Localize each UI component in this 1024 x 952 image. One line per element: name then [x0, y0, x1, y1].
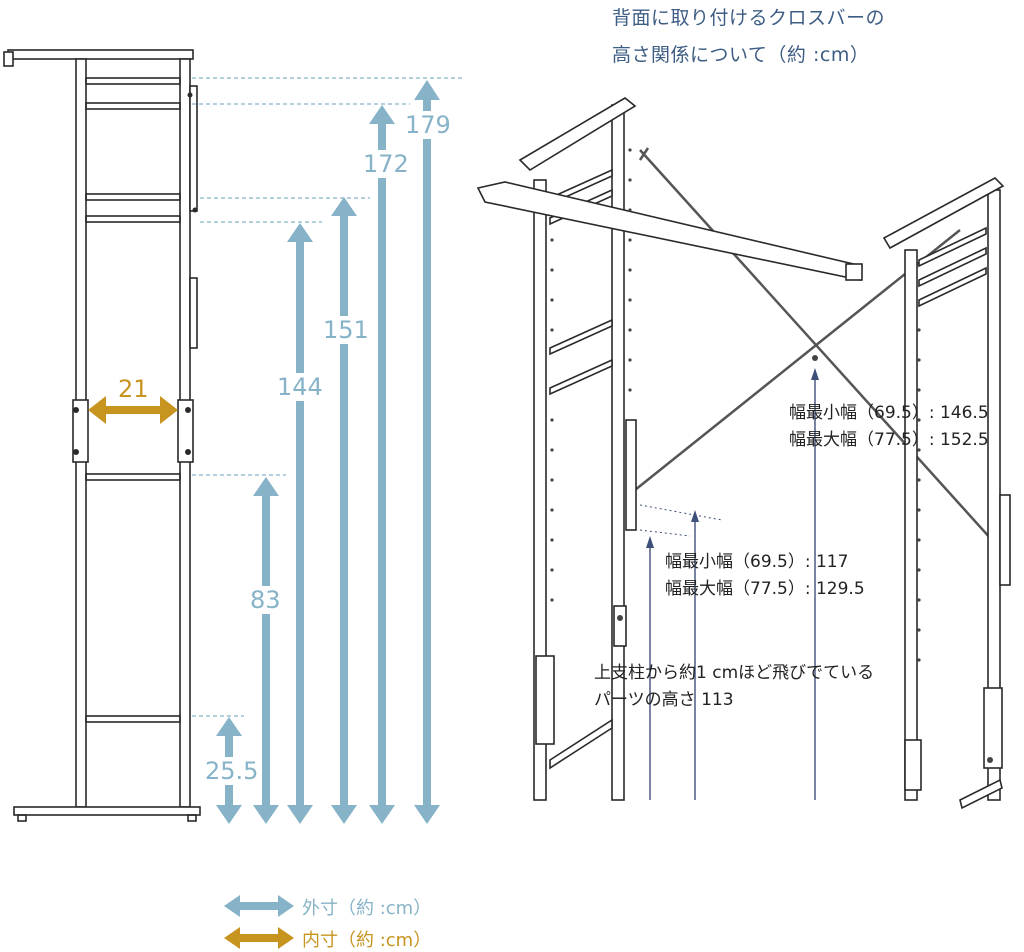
legend-outer-arrow-icon — [224, 895, 294, 917]
note-top-min-width: 幅最小幅（69.5）: 146.5 — [789, 403, 989, 423]
note-top-max-width: 幅最大幅（77.5）: 152.5 — [789, 430, 989, 450]
dimension-172-label: 172 — [362, 150, 410, 178]
diagram-title-line2: 高さ関係について（約 :cm） — [612, 44, 870, 66]
dimension-25-5-label: 25.5 — [204, 757, 260, 785]
note-part-height-line1: 上支柱から約1 cmほど飛びでている — [594, 663, 875, 683]
note-part-height-line2: パーツの高さ 113 — [594, 690, 734, 710]
note-mid-min-width: 幅最小幅（69.5）: 117 — [665, 552, 849, 572]
dimension-144-label: 144 — [276, 373, 324, 401]
legend-inner-label: 内寸（約 :cm） — [302, 930, 432, 951]
note-mid-max-width: 幅最大幅（77.5）: 129.5 — [665, 579, 865, 599]
dimension-179-label: 179 — [404, 111, 452, 139]
legend-outer-label: 外寸（約 :cm） — [302, 898, 432, 919]
dimension-83-label: 83 — [249, 586, 282, 614]
side-elevation-drawing — [3, 49, 462, 824]
legend-inner-arrow-icon — [224, 927, 294, 949]
dimension-21-label: 21 — [118, 375, 149, 403]
diagram-title-line1: 背面に取り付けるクロスバーの — [612, 7, 886, 29]
dimension-151-label: 151 — [322, 316, 370, 344]
